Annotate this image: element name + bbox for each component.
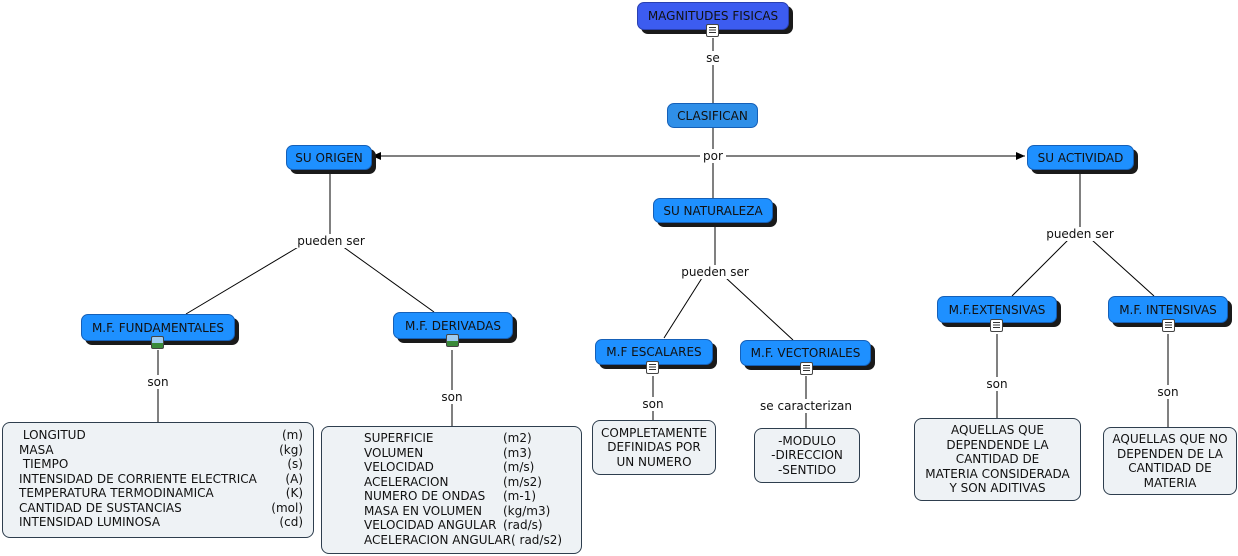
text-line: MATERIA [1143,475,1197,490]
list-item: VELOCIDAD ANGULAR (rad/s) [364,518,573,533]
text-line: DEFINIDAS POR [607,440,701,455]
fundamentales-list-box: LONGITUD(m)MASA(kg) TIEMPO(s)INTENSIDAD … [2,422,314,538]
list-item: VELOCIDAD (m/s) [364,460,573,475]
list-item-name: ACELERACION ANGULAR [364,532,512,547]
list-item-name: LONGITUD [19,428,86,442]
list-item-name: TIEMPO [19,457,69,471]
text-line: Y SON ADITIVAS [949,481,1046,496]
image-icon[interactable] [151,336,164,349]
list-item-unit: ( rad/s2) [511,532,563,547]
list-item: TEMPERATURA TERMODINAMICA (K) [19,486,303,501]
link-label-son-esc: son [640,397,666,411]
list-item-unit: (kg) [279,442,303,457]
node-clasifican[interactable]: CLASIFICAN [667,103,758,128]
image-icon[interactable] [446,334,459,347]
list-item-name: TEMPERATURA TERMODINAMICA [19,486,214,500]
text-line: -DIRECCION [771,448,843,463]
list-item-name: ACELERACION [364,474,449,489]
list-item-name: NUMERO DE ONDAS [364,489,486,503]
text-line: -SENTIDO [777,462,837,477]
list-item: VOLUMEN (m3) [364,446,573,461]
doc-icon[interactable] [706,24,719,37]
doc-icon[interactable] [646,361,659,374]
list-item-unit: (m/s2) [503,474,542,489]
text-line: AQUELLAS QUE [951,423,1044,438]
list-item-name: VELOCIDAD [364,460,434,474]
link-label-pueden-ser-naturaleza: pueden ser [679,265,751,279]
doc-icon[interactable] [990,319,1003,332]
text-line: UN NUMERO [616,454,692,469]
list-item-name: SUPERFICIE [364,431,434,445]
text-line: COMPLETAMENTE [601,425,708,440]
list-item-unit: (m-1) [503,489,537,503]
link-label-pueden-ser-origen: pueden ser [295,234,367,248]
link-label-son-deriv: son [439,390,465,404]
link-label-se-caracterizan: se caracterizan [758,399,854,413]
list-item-unit: (m3) [503,445,532,460]
link-label-por: por [701,149,725,163]
list-item: MASA EN VOLUMEN (kg/m3) [364,504,573,519]
text-line: CANTIDAD DE [955,452,1040,467]
edge-pueden-esc [663,277,703,339]
list-item-unit: (rad/s) [503,518,543,532]
list-item-unit: (m2) [503,431,532,445]
list-item: NUMERO DE ONDAS (m-1) [364,489,573,504]
doc-icon[interactable] [1162,319,1175,332]
list-item-name: VELOCIDAD ANGULAR [364,518,497,532]
list-item-name: MASA [19,442,54,457]
list-item-name: CANTIDAD DE SUSTANCIAS [19,500,182,515]
list-item-unit: (kg/m3) [503,503,551,518]
list-item-unit: (A) [285,471,303,486]
node-mf-fundamentales[interactable]: M.F. FUNDAMENTALES [81,314,235,341]
doc-icon[interactable] [800,362,813,375]
node-mf-escalares[interactable]: M.F ESCALARES [595,339,713,365]
link-label-son-fund: son [145,375,171,389]
vectoriales-description-box: -MODULO-DIRECCION-SENTIDO [754,428,860,483]
list-item: SUPERFICIE (m2) [364,431,573,446]
text-line: CANTIDAD DE [1128,461,1212,475]
edge-pueden-int [1091,239,1155,297]
node-su-origen[interactable]: SU ORIGEN [286,145,372,170]
list-item-unit: (m) [281,428,303,442]
list-item: MASA (kg) [19,443,303,458]
list-item-unit: (K) [285,486,303,500]
list-item-unit: (mol) [271,500,303,515]
edge-pueden-fund [185,245,301,315]
text-line: -MODULO [778,433,836,448]
list-item-unit: (m/s) [503,460,535,474]
link-label-son-int: son [1155,385,1181,399]
list-item: CANTIDAD DE SUSTANCIAS (mol) [19,501,303,516]
node-su-actividad[interactable]: SU ACTIVIDAD [1027,145,1134,170]
link-label-pueden-ser-actividad: pueden ser [1044,227,1116,241]
list-item: LONGITUD (m) [19,428,303,443]
text-line: MATERIA CONSIDERADA [925,466,1070,481]
derivadas-list-box: SUPERFICIE(m2)VOLUMEN(m3)VELOCIDAD(m/s)A… [321,426,582,554]
list-item: ACELERACION ANGULAR( rad/s2) [364,533,573,548]
list-item-name: INTENSIDAD DE CORRIENTE ELECTRICA [19,471,257,486]
list-item: ACELERACION (m/s2) [364,475,573,490]
edge-pueden-vec [725,277,794,341]
edge-pueden-ext [1011,239,1069,297]
list-item-name: INTENSIDAD LUMINOSA [19,515,161,529]
list-item: INTENSIDAD DE CORRIENTE ELECTRICA (A) [19,472,303,487]
list-item-unit: (s) [287,457,303,471]
text-line: AQUELLAS QUE NO [1112,432,1228,446]
list-item-name: MASA EN VOLUMEN [364,503,483,518]
node-mf-vectoriales[interactable]: M.F. VECTORIALES [740,340,871,366]
list-item: INTENSIDAD LUMINOSA (cd) [19,515,303,530]
list-item-unit: (cd) [279,515,303,529]
node-mf-intensivas[interactable]: M.F. INTENSIVAS [1108,296,1228,323]
link-label-se: se [704,51,722,65]
link-label-son-ext: son [984,377,1010,391]
list-item-name: VOLUMEN [364,445,424,460]
text-line: DEPENDENDE LA [946,437,1049,452]
node-mf-derivadas[interactable]: M.F. DERIVADAS [393,312,513,339]
node-su-naturaleza[interactable]: SU NATURALEZA [653,198,773,223]
text-line: DEPENDEN DE LA [1116,446,1224,461]
list-item: TIEMPO (s) [19,457,303,472]
edge-pueden-deriv [341,245,435,313]
